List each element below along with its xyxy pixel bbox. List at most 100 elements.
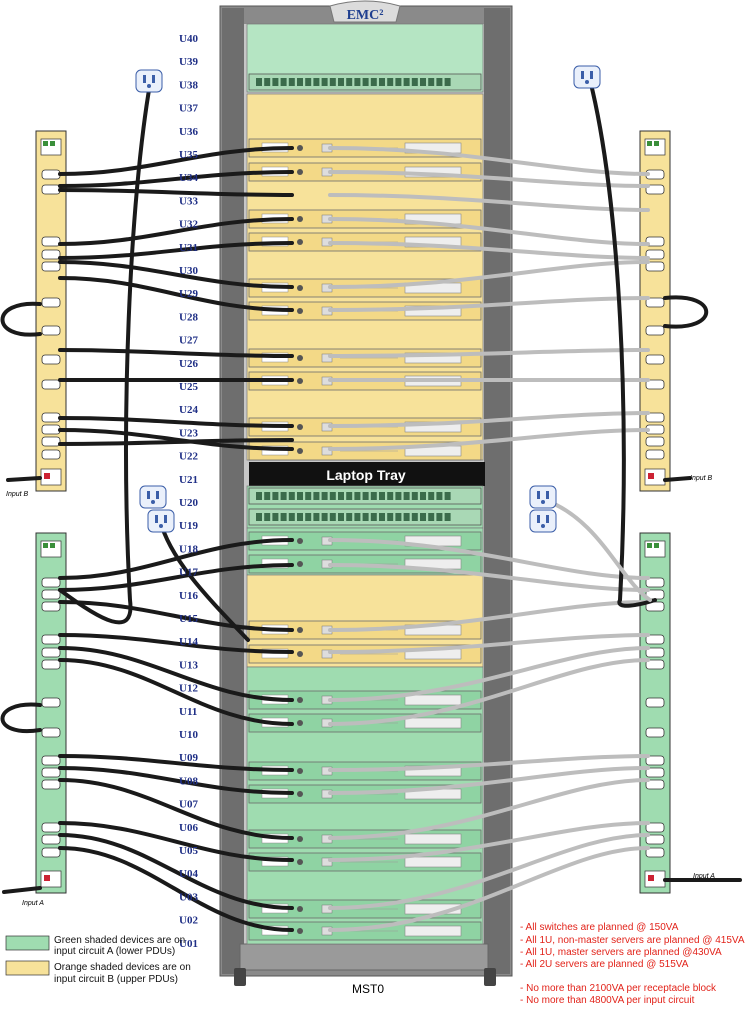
switch-port xyxy=(338,492,344,500)
unit-label: U38 xyxy=(179,79,198,91)
server-power-led xyxy=(297,906,303,912)
unit-label: U16 xyxy=(179,590,198,602)
switch-port xyxy=(329,513,336,521)
pdu-outlet xyxy=(41,297,61,308)
server-drive-bays xyxy=(404,833,462,845)
server-power-led xyxy=(297,424,303,430)
switch-port xyxy=(338,513,344,521)
pdu-upper-right xyxy=(639,130,671,492)
pdu-outlet xyxy=(645,847,665,858)
cable-lower-right xyxy=(328,754,650,772)
server-drive-bays xyxy=(404,856,462,868)
cable-upper-left xyxy=(58,217,294,246)
unit-label: U12 xyxy=(179,683,198,695)
unit-label: U17 xyxy=(179,567,198,579)
cable-upper-left xyxy=(58,260,294,289)
pdu-outlet xyxy=(41,436,61,447)
pdu-outlet xyxy=(645,325,665,336)
pdu-outlet xyxy=(41,601,61,612)
unit-label: U21 xyxy=(179,474,198,486)
switch-port xyxy=(329,492,336,500)
pdu-outlet xyxy=(645,822,665,833)
network-switch xyxy=(248,487,482,505)
switch-port xyxy=(420,78,426,86)
switch-port xyxy=(264,492,271,500)
unit-label: U28 xyxy=(179,311,198,323)
cable-lower-right xyxy=(328,633,650,654)
pdu-inlet-led xyxy=(44,875,50,881)
note-2u: - All 2U servers are planned @ 515VA xyxy=(520,959,689,970)
pdu-upper-right-label: Input B xyxy=(690,475,713,482)
pdu-lower-right-label: Input A xyxy=(693,873,715,880)
rack-logo-badge xyxy=(329,0,401,23)
plug-body xyxy=(529,485,557,509)
unit-label: U24 xyxy=(179,404,198,416)
switch-port xyxy=(354,78,361,86)
pdu-lower-right xyxy=(639,532,671,894)
unit-label: U15 xyxy=(179,613,198,625)
pdu-inlet-led xyxy=(44,473,50,479)
pdu-outlet xyxy=(645,697,665,708)
switch-port xyxy=(411,513,418,521)
server-power-led xyxy=(297,859,303,865)
server-power-led xyxy=(297,145,303,151)
laptop-tray xyxy=(249,462,485,486)
pdu-outlet xyxy=(41,755,61,766)
cable-lower-left xyxy=(58,563,294,592)
unit-label: U06 xyxy=(179,822,198,834)
switch-port xyxy=(387,492,394,500)
rack-base xyxy=(239,943,489,971)
plug-pin xyxy=(143,75,146,83)
pdu-outlet xyxy=(41,169,61,180)
note-1u-master: - All 1U, master servers are planned @43… xyxy=(520,947,722,958)
cable-long-left xyxy=(58,82,152,625)
switch-port xyxy=(436,78,443,86)
switch-port xyxy=(272,78,279,86)
unit-label: U23 xyxy=(179,427,198,439)
pdu-breaker-led xyxy=(647,141,652,146)
pdu-lower-left xyxy=(35,532,67,894)
pdu-breaker-led xyxy=(654,543,659,548)
pdu-outlet xyxy=(41,834,61,845)
pdu-outlet xyxy=(645,412,665,423)
pdu-outlet xyxy=(645,236,665,247)
pdu-outlet xyxy=(41,249,61,260)
switch-port xyxy=(346,513,353,521)
switch-port xyxy=(313,492,320,500)
switch-port xyxy=(256,78,262,86)
server-power-led xyxy=(297,285,303,291)
server-port xyxy=(321,353,333,363)
plug-pin xyxy=(581,71,584,79)
unit-label: U19 xyxy=(179,520,198,532)
pdu-lower-left-label: Input A xyxy=(22,900,44,907)
cable-upper-right xyxy=(328,193,650,212)
plug-pin xyxy=(164,515,167,523)
server-power-led xyxy=(297,538,303,544)
unit-label: U32 xyxy=(179,219,198,231)
rack-side-left xyxy=(222,8,244,974)
pdu-breaker-led xyxy=(654,141,659,146)
switch-port xyxy=(288,78,295,86)
cable-lower-left xyxy=(58,778,294,840)
cable-lower-left xyxy=(58,766,294,795)
cable-switch-left xyxy=(158,518,250,642)
server-port xyxy=(321,446,333,456)
server-1u xyxy=(248,348,482,368)
unit-label: U40 xyxy=(179,33,198,45)
switch-port xyxy=(370,78,377,86)
switch-port xyxy=(288,492,295,500)
cable-upper-right xyxy=(328,296,650,312)
block-circuit-a-lower xyxy=(246,666,484,945)
cable-upper-right xyxy=(328,241,650,260)
switch-port xyxy=(403,513,410,521)
rack-logo: EMC² xyxy=(347,8,384,23)
switch-port xyxy=(354,492,361,500)
unit-label: U34 xyxy=(179,172,198,184)
switch-port xyxy=(305,78,312,86)
plug-pin xyxy=(537,491,540,499)
switch-port xyxy=(280,513,287,521)
pdu-outlet xyxy=(645,834,665,845)
cable-upper-right xyxy=(328,348,650,358)
pdu-outlet xyxy=(41,424,61,435)
